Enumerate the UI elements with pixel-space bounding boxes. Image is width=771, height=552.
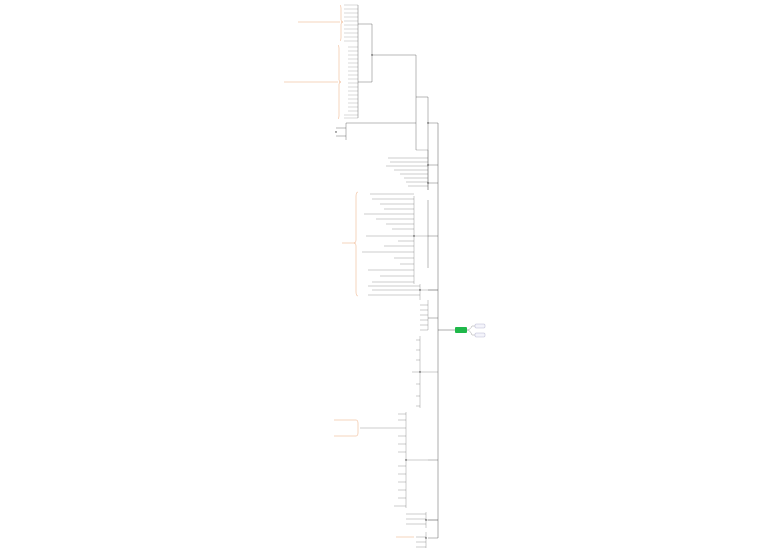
top-subtree-leaves bbox=[344, 4, 358, 119]
right-child-node-2[interactable] bbox=[474, 332, 486, 338]
middle-callout bbox=[342, 191, 359, 297]
middle-section bbox=[362, 149, 438, 300]
node-dots bbox=[335, 54, 429, 539]
right-child-node-1[interactable] bbox=[474, 323, 486, 329]
lower-section bbox=[360, 300, 438, 548]
lower-callouts bbox=[334, 419, 414, 538]
upper-connectors bbox=[336, 5, 438, 539]
root-node[interactable] bbox=[455, 327, 467, 333]
main-trunk bbox=[437, 123, 456, 538]
right-branch-connectors bbox=[466, 325, 475, 336]
top-callouts bbox=[284, 4, 344, 120]
